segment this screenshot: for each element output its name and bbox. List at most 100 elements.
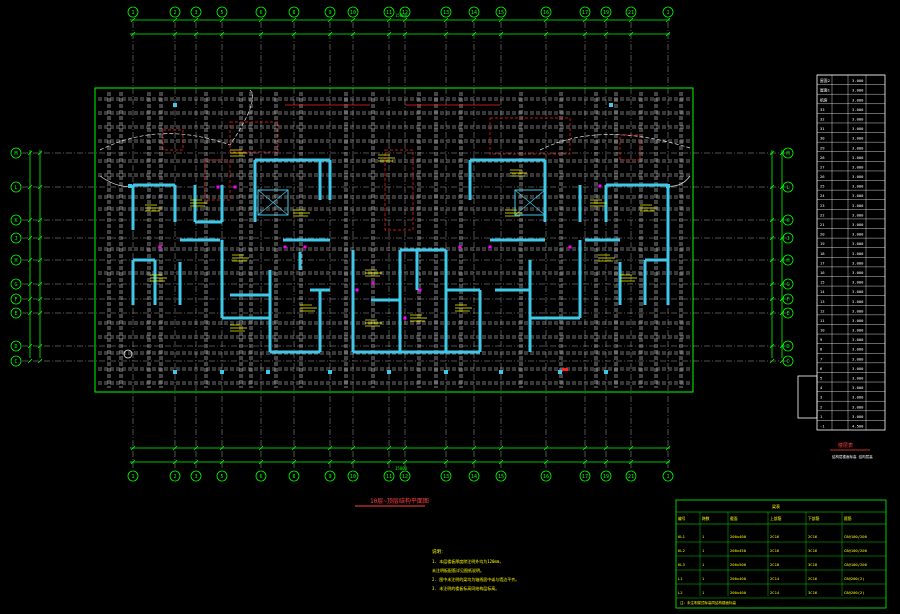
axis-bubble-label: F — [786, 297, 789, 303]
svg-text:3.000: 3.000 — [852, 78, 864, 83]
beam-table-cell: 3C16 — [808, 590, 818, 595]
axis-bubble: 19 — [600, 470, 612, 482]
axis-bubble-label: M — [786, 151, 789, 157]
beam-table-cell: 1 — [702, 548, 705, 553]
svg-text:3.000: 3.000 — [852, 193, 864, 198]
axis-bubble: J — [10, 232, 22, 244]
axis-bubble-label: 8 — [292, 10, 295, 16]
beam-table-cell: 3C18 — [808, 562, 818, 567]
axis-bubble: 11 — [383, 470, 395, 482]
axis-bubble: 17 — [579, 6, 591, 18]
svg-text:10: 10 — [820, 328, 825, 333]
axis-bubble-label: 14 — [471, 474, 477, 480]
svg-text:6: 6 — [820, 366, 823, 371]
svg-text:3.000: 3.000 — [852, 251, 864, 256]
beam-table-header: 截面 — [730, 516, 738, 521]
axis-bubble: 8 — [288, 6, 300, 18]
right-dimension-chain — [771, 150, 783, 358]
axis-bubble-label: 19 — [603, 474, 609, 480]
axis-bubble-label: H — [786, 258, 789, 264]
beam-table-cell: C8@200(2) — [844, 590, 865, 595]
axis-bubble-label: 1 — [131, 10, 134, 16]
svg-text:3.000: 3.000 — [852, 404, 864, 409]
axis-bubble-label: H — [14, 258, 17, 264]
beam-table-cell: C8@100/200 — [844, 534, 868, 539]
beam-annotations — [128, 103, 670, 374]
axis-bubble-label: 9 — [328, 474, 331, 480]
axis-bubble: F — [782, 293, 794, 305]
axis-bubble: 15 — [495, 470, 507, 482]
beam-table-header: 编号 — [678, 516, 686, 521]
svg-text:3.000: 3.000 — [852, 222, 864, 227]
axis-bubble: F — [10, 293, 22, 305]
svg-text:3.000: 3.000 — [852, 212, 864, 217]
axis-bubble-label: 21 — [628, 474, 634, 480]
axis-bubble-label: 11 — [386, 10, 392, 16]
axis-bubble-label: 5 — [220, 474, 223, 480]
svg-text:27: 27 — [820, 164, 825, 169]
svg-text:3.000: 3.000 — [852, 289, 864, 294]
axis-bubble: M — [782, 147, 794, 159]
note-line: 未注明板配筋详见图纸说明。 — [432, 567, 484, 573]
axis-bubble: 6 — [255, 6, 267, 18]
axis-bubble: 5 — [216, 470, 228, 482]
beam-table-cell: L1 — [678, 576, 683, 581]
beam-table-cell: 200x400 — [730, 590, 747, 595]
axis-bubble: 9 — [324, 6, 336, 18]
axis-bubble-label: L — [14, 185, 17, 191]
axis-bubble: E — [10, 307, 22, 319]
axis-bubble: K — [10, 214, 22, 226]
beam-table-header: 箍筋 — [844, 516, 852, 521]
svg-text:23: 23 — [820, 203, 825, 208]
axis-bubble: 2 — [169, 470, 181, 482]
axis-bubble-label: 2 — [173, 10, 176, 16]
axis-bubble: 10 — [347, 6, 359, 18]
svg-text:18: 18 — [820, 251, 825, 256]
svg-text:32: 32 — [820, 116, 825, 121]
beam-table-cell: 200x450 — [730, 548, 747, 553]
svg-text:3.000: 3.000 — [852, 260, 864, 265]
beam-table-footnote: 注：未注明梁顶标高同结构楼面标高 — [680, 600, 736, 605]
svg-text:3.000: 3.000 — [852, 203, 864, 208]
svg-text:3.000: 3.000 — [852, 299, 864, 304]
svg-text:3.000: 3.000 — [852, 318, 864, 323]
axis-bubble: H — [10, 254, 22, 266]
beam-table-cell: C8@200(2) — [844, 576, 865, 581]
svg-text:屋面1: 屋面1 — [820, 88, 831, 93]
svg-text:3.000: 3.000 — [852, 88, 864, 93]
svg-text:5: 5 — [820, 376, 822, 381]
beam-table-cell: 200x500 — [730, 562, 747, 567]
svg-text:22: 22 — [820, 212, 825, 217]
axis-bubble: M — [10, 147, 22, 159]
svg-text:3.000: 3.000 — [852, 174, 864, 179]
axis-bubble-label: C — [14, 359, 17, 365]
axis-bubble-label: 13 — [443, 10, 449, 16]
svg-text:4: 4 — [820, 385, 823, 390]
axis-bubble-label: 17 — [582, 474, 588, 480]
floor-table-note: 结构层楼面标高 结构层高 — [832, 454, 873, 459]
axis-bubble-label: 14 — [471, 10, 477, 16]
axis-bubble-label: C — [786, 359, 789, 365]
beam-table-cell: 2C16 — [770, 534, 780, 539]
svg-text:3.000: 3.000 — [852, 145, 864, 150]
axis-bubble: 15 — [495, 6, 507, 18]
axis-bubble-label: 11 — [386, 474, 392, 480]
axis-bubble: 1 — [127, 470, 139, 482]
svg-text:3.000: 3.000 — [852, 347, 864, 352]
axis-bubble: J — [782, 232, 794, 244]
beam-table-cell: 2C18 — [770, 562, 780, 567]
beam-table-cell: 2C16 — [808, 534, 818, 539]
